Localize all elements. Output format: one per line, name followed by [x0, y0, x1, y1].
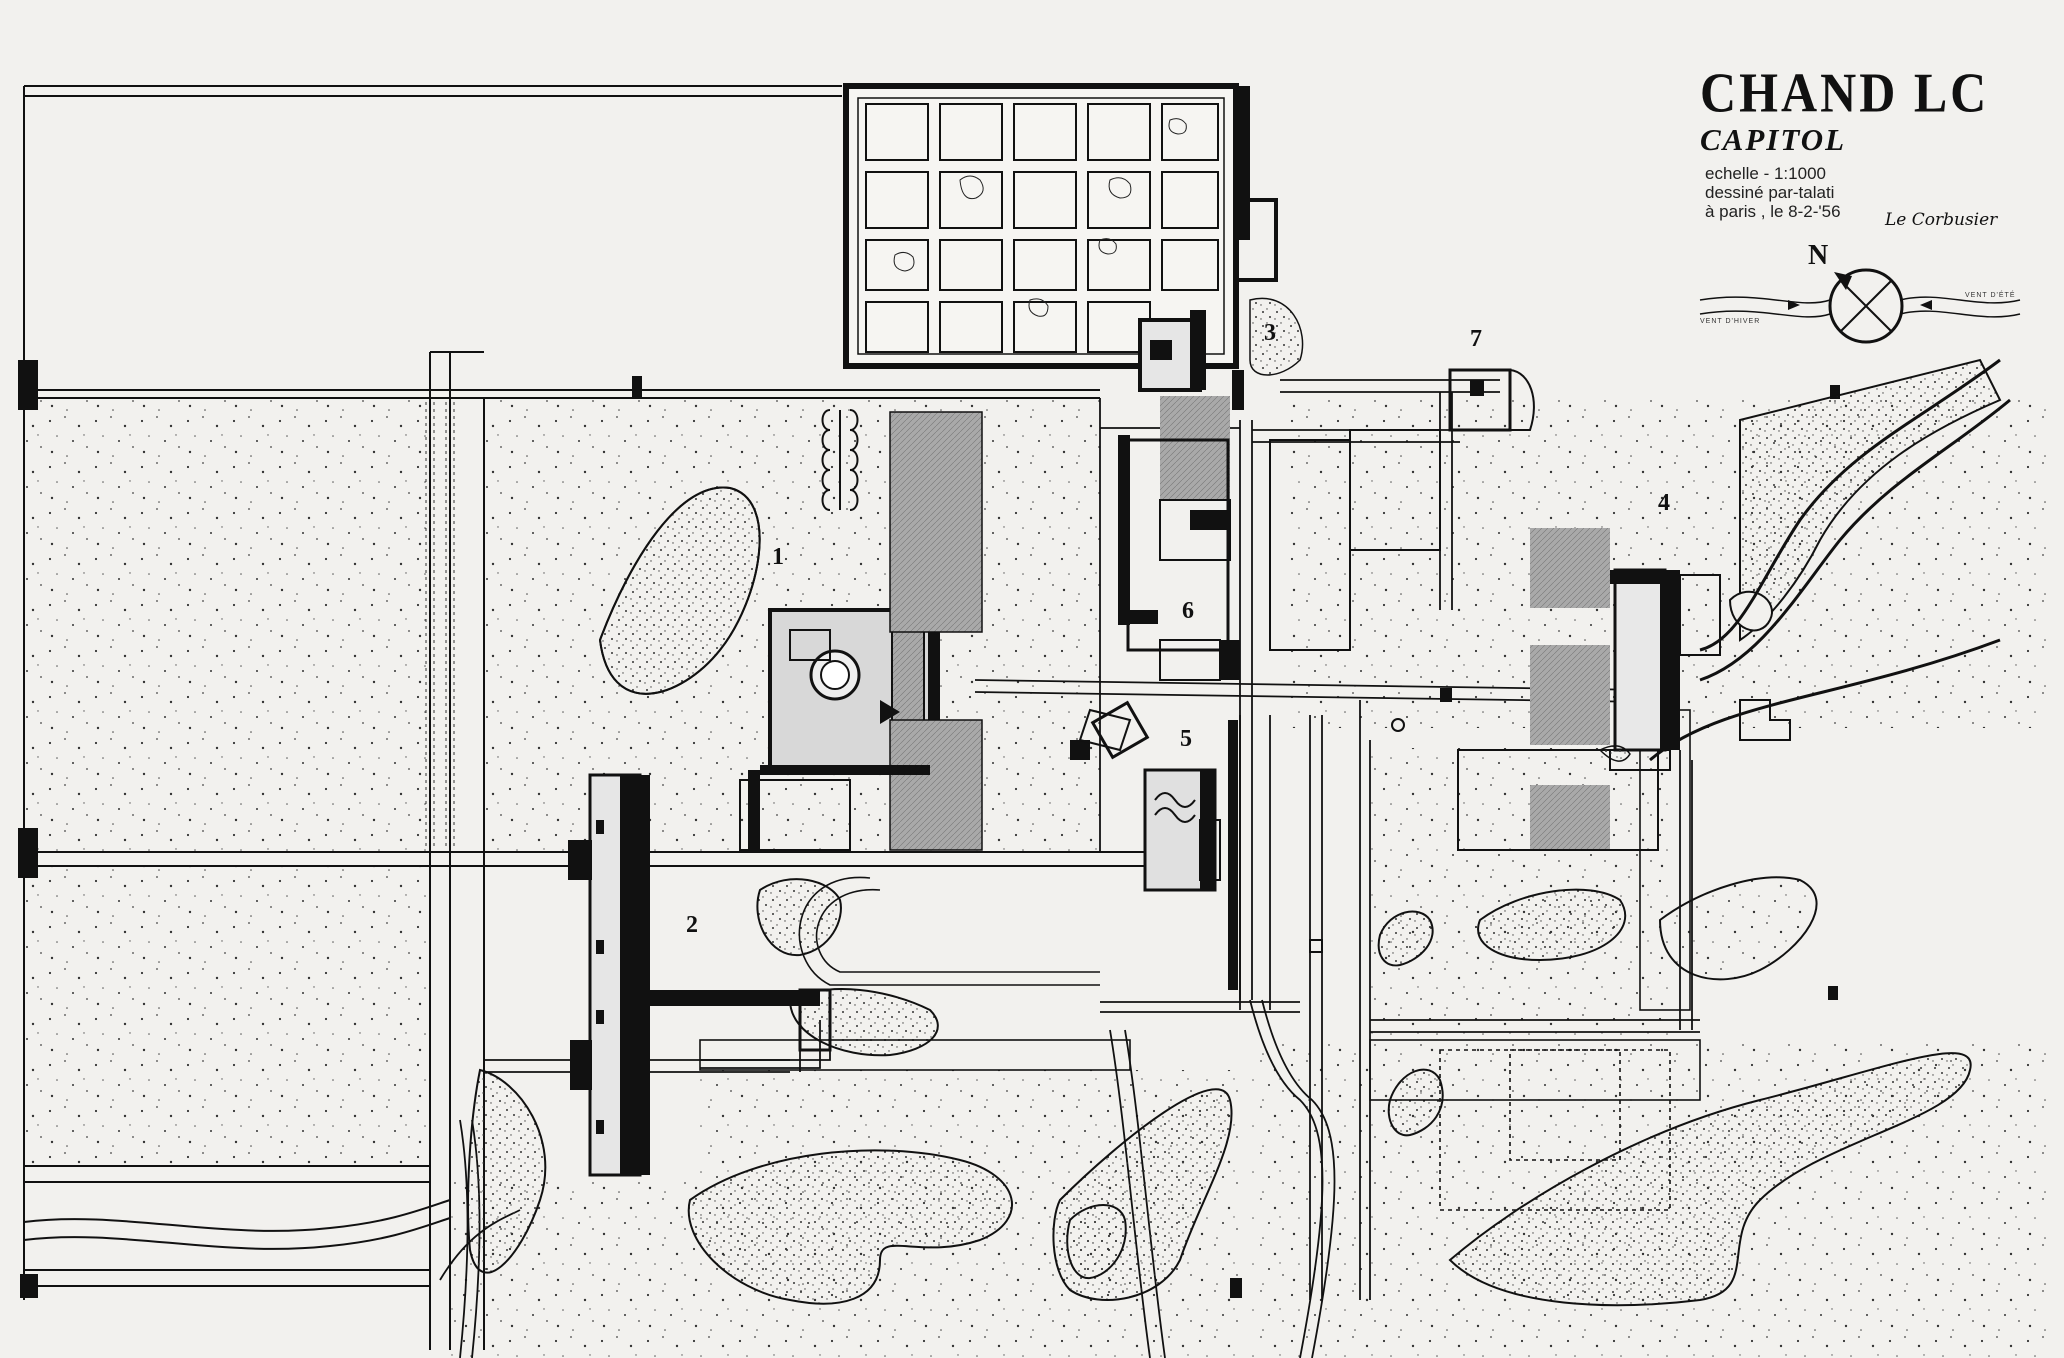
plan-place-date: à paris , le 8-2-'56	[1705, 202, 1841, 221]
plan-scale: echelle - 1:1000	[1705, 164, 1826, 183]
building-number-5: 5	[1180, 726, 1192, 752]
wind-summer-label: VENT D'ÉTÉ	[1965, 292, 2016, 299]
north-label: N	[1808, 240, 1829, 271]
building-5	[1070, 700, 1238, 990]
lawn-islands	[467, 358, 2002, 1307]
garden-walks	[699, 709, 1701, 1211]
signature: Le Corbusier	[1885, 210, 1998, 230]
building-number-7: 7	[1470, 326, 1482, 352]
site-marks	[1078, 688, 1791, 953]
building-2-secretariat	[568, 773, 832, 1177]
building-1-assembly	[739, 411, 983, 851]
building-3-governor	[1138, 297, 1304, 410]
building-number-1: 1	[772, 544, 784, 570]
building-number-6: 6	[1182, 598, 1194, 624]
building-4-high-court	[1457, 528, 1721, 851]
garden-grid	[843, 83, 1278, 369]
wind-winter-label: VENT D'HIVER	[1700, 318, 1761, 325]
building-number-4: 4	[1658, 490, 1670, 516]
building-number-2: 2	[686, 912, 698, 938]
tree-row	[425, 402, 455, 848]
plan-drawn-by: dessiné par-talati	[1705, 183, 1835, 202]
plan-title: CHAND LC	[1700, 60, 1990, 124]
building-6-cluster	[1118, 396, 1441, 681]
gate-posts	[18, 360, 1840, 1298]
compass-rose	[1699, 268, 2021, 344]
plan-subtitle: CAPITOL	[1700, 122, 1847, 157]
river-curve	[1649, 358, 2011, 762]
canopy-motif	[821, 409, 859, 511]
title-block: CHAND LC CAPITOL echelle - 1:1000 dessin…	[1700, 62, 2040, 221]
building-number-3: 3	[1264, 320, 1276, 346]
building-7	[1448, 368, 1535, 432]
